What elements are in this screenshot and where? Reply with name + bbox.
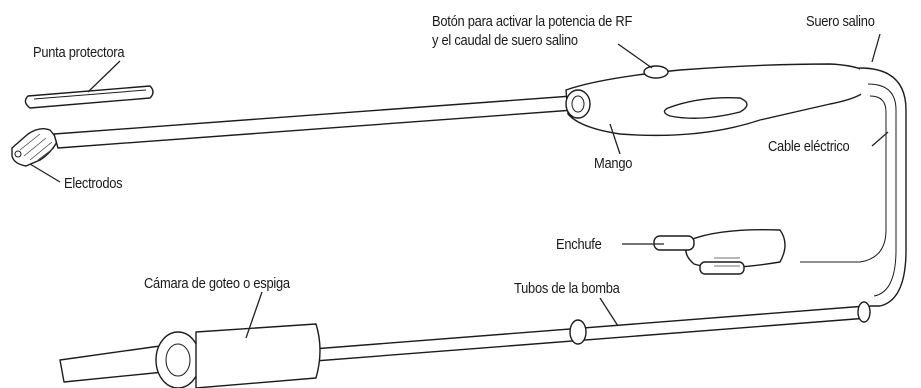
handle: [565, 63, 873, 137]
label-button-line1: Botón para activar la potencia de RF: [432, 13, 633, 30]
label-saline: Suero salino: [806, 13, 875, 30]
label-electrodes: Electrodos: [64, 175, 123, 192]
label-button-line2: y el caudal de suero salino: [432, 32, 578, 49]
leader-lines: [29, 33, 889, 339]
label-handle: Mango: [594, 155, 633, 172]
label-pump-tubes: Tubos de la bomba: [514, 280, 620, 297]
label-protective-tip: Punta protectora: [33, 44, 125, 61]
label-plug: Enchufe: [556, 236, 602, 253]
drip-chamber: [59, 323, 321, 388]
electrodes: [11, 127, 59, 167]
plug: [653, 229, 786, 275]
label-drip-chamber: Cámara de goteo o espiga: [144, 275, 290, 292]
label-electric-cable: Cable eléctrico: [768, 138, 850, 155]
shaft: [53, 95, 575, 149]
protective-tip: [24, 85, 154, 109]
pump-tube: [299, 301, 871, 363]
tubing: [800, 67, 907, 307]
